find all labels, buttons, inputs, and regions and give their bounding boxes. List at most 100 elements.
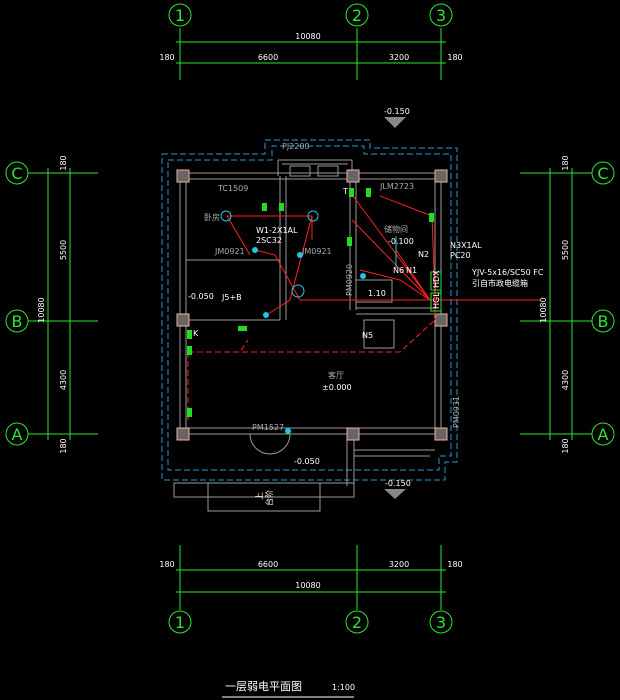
switch-icon: [429, 213, 434, 222]
circuit-label: N5: [362, 331, 373, 340]
label-pj: PJ2200: [282, 142, 310, 151]
columns: [176, 169, 448, 441]
box-label: HGL: [432, 292, 441, 309]
cable-label: W1-2X1AL: [256, 226, 298, 235]
level-label: -0.050: [188, 292, 214, 301]
light-icon: [307, 210, 319, 222]
height-label: 1.10: [368, 289, 386, 298]
axis-label-b-right: B: [598, 312, 609, 331]
annotations: PJ2200 -0.150 TC1509 JLM2723 卧房 储物间 W1-2…: [188, 107, 544, 506]
level-label: ±0.000: [322, 383, 352, 392]
dim-span: 3200: [389, 53, 409, 62]
label-j5: J5+B: [221, 293, 242, 302]
axis-label-b: B: [12, 312, 23, 331]
dim-span: 6600: [258, 53, 278, 62]
room-label: 客厅: [328, 370, 344, 380]
incoming-cable-label: YJV-5x16/SC50 FC: [471, 268, 544, 277]
axis-label-a-right: A: [598, 425, 609, 444]
drawing-title-block: 一层弱电平面图 1:100: [222, 680, 355, 698]
dim-total-top: 10080: [295, 32, 320, 41]
light-icon: [220, 210, 232, 222]
switch-icon: [238, 326, 247, 331]
dim-span: 4300: [561, 370, 570, 390]
cable-label: 2SC32: [256, 236, 282, 245]
level-marker-icon: [384, 489, 406, 499]
switch-icon: [279, 203, 284, 211]
dim-edge: 180: [561, 438, 570, 453]
axis-label-1-bottom: 1: [175, 613, 185, 632]
drawing-title: 一层弱电平面图: [225, 680, 302, 693]
label-door: JLM2723: [379, 182, 414, 191]
dim-edge: 180: [447, 53, 462, 62]
axis-label-c: C: [11, 164, 22, 183]
light-icon: [291, 284, 305, 298]
axis-bubbles: 1 2 3 1 2 3 C B A C B A: [11, 6, 608, 632]
level-bottom: -0.150: [385, 479, 411, 488]
dim-edge: 180: [159, 53, 174, 62]
level-label: -0.050: [294, 457, 320, 466]
building-walls: [161, 139, 458, 512]
axis-label-1: 1: [175, 6, 185, 25]
outlet-icon: [252, 247, 258, 253]
switch-icon: [187, 330, 192, 339]
axis-label-2: 2: [352, 6, 362, 25]
incoming-cable-label: 引自市政电缆箱: [472, 278, 528, 288]
switch-icon: [187, 408, 192, 417]
level-marker-icon: [384, 117, 406, 128]
distribution-box-hgl: [430, 292, 442, 312]
room-label: 储物间: [384, 224, 408, 234]
outlet-icon: [285, 428, 291, 434]
room-label: 卧房: [204, 212, 220, 222]
dim-edge: 180: [59, 438, 68, 453]
label-door: JM0921: [301, 247, 332, 256]
outlet-icon: [263, 312, 269, 318]
switch-label: T: [342, 187, 348, 196]
dim-span: 5500: [561, 240, 570, 260]
box-label: HDX: [432, 270, 441, 288]
label-window: TC1509: [217, 184, 248, 193]
cable-label: PC20: [450, 251, 471, 260]
circuit-label: N2: [418, 250, 429, 259]
axis-grid: [5, 3, 615, 634]
devices: [187, 117, 442, 499]
label-door: PM0931: [452, 396, 461, 428]
dimension-text: 10080 180 6600 3200 180 180 6600 3200 18…: [37, 32, 570, 590]
switch-icon: [366, 188, 371, 197]
dim-span: 3200: [389, 560, 409, 569]
dim-edge: 180: [59, 155, 68, 170]
distribution-box-hdx: [430, 271, 442, 291]
axis-label-3-bottom: 3: [436, 613, 446, 632]
axis-label-a: A: [12, 425, 23, 444]
switch-icon: [187, 346, 192, 355]
circuit-label: N1: [406, 266, 417, 275]
axis-label-2-bottom: 2: [352, 613, 362, 632]
axis-label-3: 3: [436, 6, 446, 25]
dim-edge: 180: [447, 560, 462, 569]
level-top: -0.150: [384, 107, 410, 116]
switch-icon: [349, 188, 354, 197]
switch-icon: [262, 203, 267, 211]
label-up: 上: [255, 492, 264, 500]
wiring: [187, 195, 540, 420]
label-steps: 台阶: [264, 490, 274, 506]
label-door: PM0920: [345, 264, 354, 296]
axis-label-c-right: C: [597, 164, 608, 183]
switch-icon: [347, 237, 352, 246]
cable-label: N3X1AL: [450, 241, 482, 250]
drawing-scale: 1:100: [332, 683, 355, 692]
dim-edge: 180: [159, 560, 174, 569]
dim-span: 4300: [59, 370, 68, 390]
switch-label: K: [193, 329, 199, 338]
dim-span: 5500: [59, 240, 68, 260]
circuit-label: N6: [393, 266, 404, 275]
outlet-icon: [360, 273, 366, 279]
outlet-icon: [297, 252, 303, 258]
dim-span: 6600: [258, 560, 278, 569]
dim-total-right: 10080: [539, 297, 548, 322]
label-door: JM0921: [214, 247, 245, 256]
level-label: -0.100: [388, 237, 414, 246]
dim-total-bottom: 10080: [295, 581, 320, 590]
dim-edge: 180: [561, 155, 570, 170]
dim-total-left: 10080: [37, 297, 46, 322]
